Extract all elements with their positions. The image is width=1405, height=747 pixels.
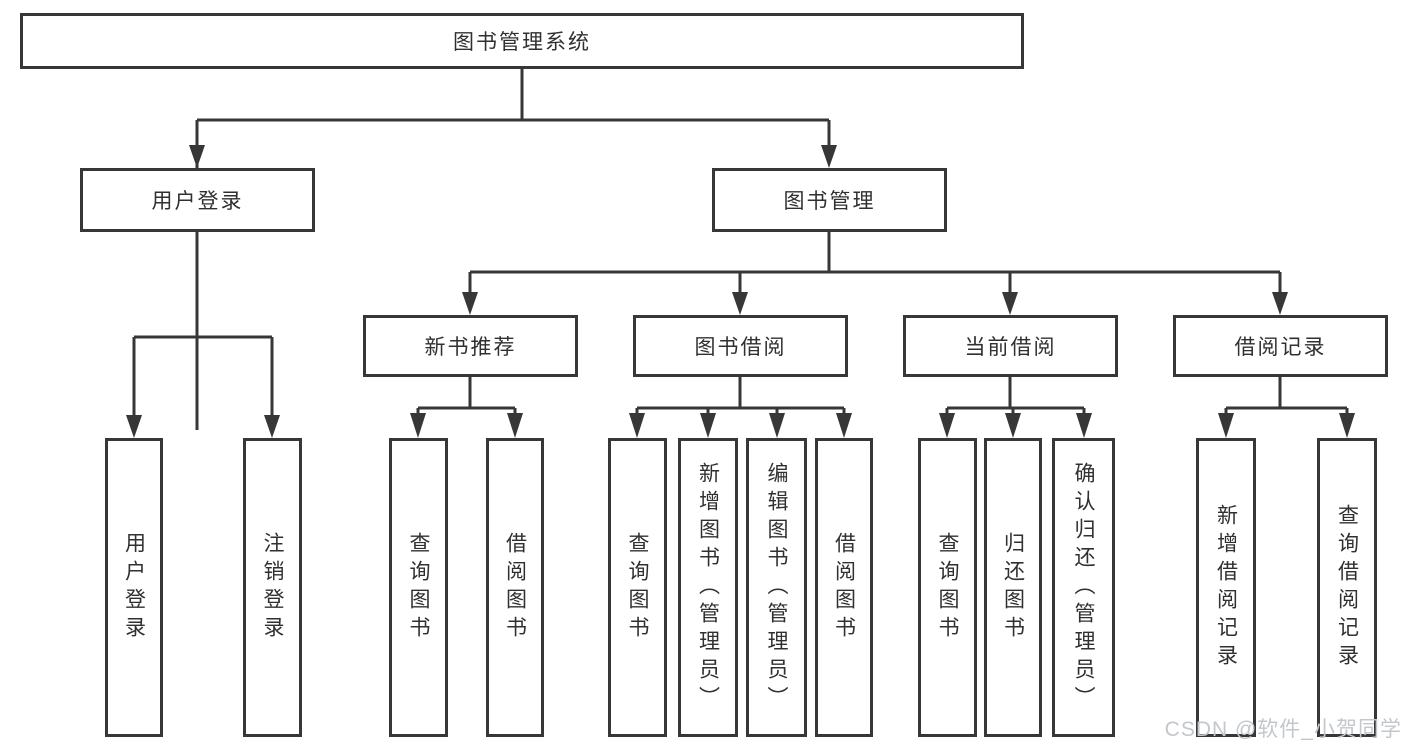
leaf-user-login: 用户登录 xyxy=(105,438,163,737)
connector-bookborrow-children xyxy=(635,377,846,430)
leaf-borrow-books-label: 借阅图书 xyxy=(832,531,856,644)
leaf-add-borrow-record-label: 新增借阅记录 xyxy=(1214,503,1238,672)
leaf-return-books: 归还图书 xyxy=(984,438,1042,737)
leaf-query-books-borrowing-label: 查询图书 xyxy=(626,531,649,644)
node-root-label: 图书管理系统 xyxy=(453,31,591,54)
arrowhead xyxy=(462,292,478,315)
connector-root-to-level2 xyxy=(195,69,831,430)
csdn-watermark: CSDN @软件_小贺同学 xyxy=(1164,718,1402,741)
arrowhead xyxy=(629,413,645,438)
leaf-query-borrow-record: 查询借阅记录 xyxy=(1317,438,1377,737)
node-borrowing-records: 借阅记录 xyxy=(1173,315,1388,377)
arrowhead xyxy=(1272,292,1288,315)
connector-borrowrecord-children xyxy=(1224,377,1349,430)
leaf-query-books-current: 查询图书 xyxy=(918,438,977,737)
node-book-management: 图书管理 xyxy=(712,168,947,232)
connector-newbookrec-children xyxy=(416,377,517,430)
leaf-query-borrow-record-label: 查询借阅记录 xyxy=(1335,503,1359,672)
connector-userlogin-children xyxy=(132,232,274,430)
node-root: 图书管理系统 xyxy=(20,13,1024,69)
arrowhead xyxy=(1076,413,1092,438)
node-current-borrowing-label: 当前借阅 xyxy=(964,336,1057,359)
leaf-borrow-books: 借阅图书 xyxy=(815,438,873,737)
leaf-add-books-admin-label: 新增图书（管理员） xyxy=(696,461,720,714)
node-book-management-label: 图书管理 xyxy=(783,190,876,213)
arrowhead xyxy=(732,292,748,315)
arrowhead xyxy=(769,413,785,438)
arrowhead xyxy=(126,415,142,438)
connector-bookmgmt-children xyxy=(468,232,1282,308)
arrowheads xyxy=(126,145,1355,438)
node-book-borrowing-label: 图书借阅 xyxy=(694,336,787,359)
leaf-borrow-books-recommend: 借阅图书 xyxy=(486,438,544,737)
leaf-return-books-label: 归还图书 xyxy=(1001,531,1025,644)
arrowhead xyxy=(264,415,280,438)
leaf-borrow-books-recommend-label: 借阅图书 xyxy=(503,531,527,644)
node-user-login: 用户登录 xyxy=(80,168,315,232)
leaf-query-books-current-label: 查询图书 xyxy=(936,531,959,644)
leaf-add-borrow-record: 新增借阅记录 xyxy=(1196,438,1256,737)
leaf-logout: 注销登录 xyxy=(243,438,302,737)
leaf-edit-books-admin-label: 编辑图书（管理员） xyxy=(765,461,788,714)
node-new-book-recommend-label: 新书推荐 xyxy=(424,336,517,359)
arrowhead xyxy=(507,413,523,438)
arrowhead xyxy=(1218,413,1234,438)
leaf-user-login-label: 用户登录 xyxy=(122,531,146,644)
leaf-edit-books-admin: 编辑图书（管理员） xyxy=(746,438,807,737)
node-user-login-label: 用户登录 xyxy=(151,190,244,213)
leaf-add-books-admin: 新增图书（管理员） xyxy=(678,438,738,737)
connector-paths xyxy=(132,69,1349,430)
leaf-confirm-return-admin-label: 确认归还（管理员） xyxy=(1072,461,1095,714)
arrowhead xyxy=(1005,413,1021,438)
leaf-query-books-borrowing: 查询图书 xyxy=(608,438,667,737)
arrowhead xyxy=(189,145,205,168)
arrowhead xyxy=(939,413,955,438)
arrowhead xyxy=(700,413,716,438)
leaf-query-books-recommend-label: 查询图书 xyxy=(407,531,430,644)
node-current-borrowing: 当前借阅 xyxy=(903,315,1118,377)
arrowhead xyxy=(1002,292,1018,315)
node-borrowing-records-label: 借阅记录 xyxy=(1234,336,1327,359)
leaf-logout-label: 注销登录 xyxy=(261,531,284,644)
arrowhead xyxy=(1339,413,1355,438)
arrowhead xyxy=(821,145,837,168)
node-new-book-recommend: 新书推荐 xyxy=(363,315,578,377)
arrowhead xyxy=(410,413,426,438)
arrowhead xyxy=(836,413,852,438)
node-book-borrowing: 图书借阅 xyxy=(633,315,848,377)
leaf-confirm-return-admin: 确认归还（管理员） xyxy=(1052,438,1115,737)
leaf-query-books-recommend: 查询图书 xyxy=(389,438,448,737)
